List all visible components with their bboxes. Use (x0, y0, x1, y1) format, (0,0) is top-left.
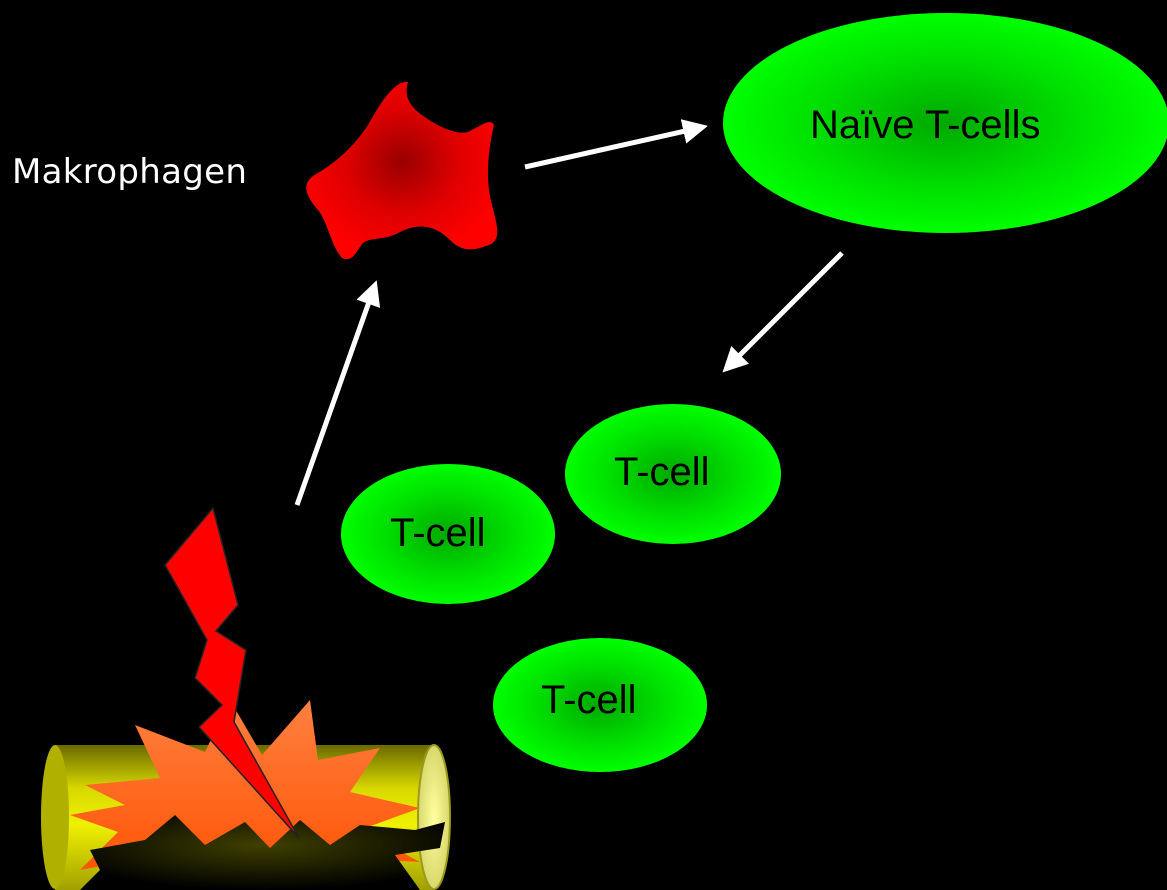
arrow-injury-to-makrophagen (297, 285, 375, 505)
arrow-makrophagen-to-naive (525, 127, 703, 167)
makrophagen-label: Makrophagen (12, 152, 247, 192)
damaged-tissue-cylinder-icon (41, 700, 450, 890)
naive-tcells-label: Naïve T-cells (810, 103, 1040, 148)
arrow-naive-to-tcell (726, 253, 842, 369)
macrophage-blob-icon (306, 82, 497, 259)
tcell-3-label: T-cell (541, 678, 637, 723)
tcell-1-label: T-cell (390, 511, 486, 556)
tcell-2-label: T-cell (614, 450, 710, 495)
